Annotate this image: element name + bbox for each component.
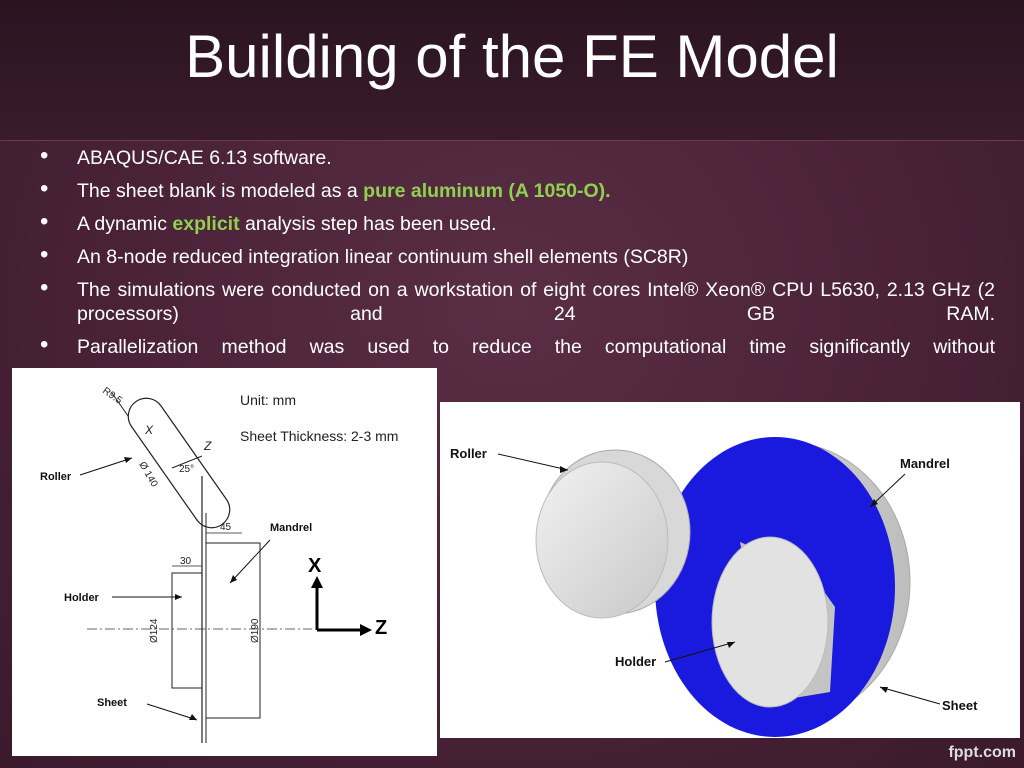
bullet-item: • Parallelization method was used to red… [40,331,995,359]
schematic-figure: R9.5 Ø 140 X Z 25° Roller 45 Mandrel 30 … [12,368,437,756]
roller-label: Roller [40,471,72,483]
bullet-dot-icon: • [40,274,49,301]
mandrel-label: Mandrel [270,522,312,534]
angle-label: 25° [179,464,194,475]
highlight-text: explicit [172,213,240,235]
unit-text: Unit: mm [240,392,296,408]
dim-45-label: 45 [220,522,232,533]
title-bar: Building of the FE Model [0,0,1024,141]
bullet-item: • The sheet blank is modeled as a pure a… [40,175,995,203]
bullet-list: • ABAQUS/CAE 6.13 software. • The sheet … [40,142,995,368]
watermark-logo: fppt.com [948,744,1016,761]
roller-z-axis-label: Z [203,439,212,453]
axis-icon [311,576,372,636]
r95-label: R9.5 [100,385,124,406]
sheet-label: Sheet [97,697,127,709]
model-3d-figure: Roller Mandrel Holder Sheet [440,402,1020,738]
roller-x-axis-label: X [144,423,154,437]
bullet-dot-icon: • [40,208,49,235]
bullet-item: • ABAQUS/CAE 6.13 software. [40,142,995,170]
holder-label: Holder [615,654,656,669]
mandrel-label: Mandrel [900,456,950,471]
bullet-dot-icon: • [40,175,49,202]
highlight-text: pure aluminum (A 1050-O). [363,180,611,202]
slide-title: Building of the FE Model [185,23,839,90]
bullet-text: ABAQUS/CAE 6.13 software. [77,147,332,169]
bullet-text: analysis step has been used. [239,213,497,235]
model-3d-drawing: Roller Mandrel Holder Sheet [450,437,978,737]
bullet-dot-icon: • [40,142,49,169]
roller-shape [127,397,231,529]
roller-label: Roller [450,446,487,461]
holder-shape [711,536,829,708]
x-axis-label: X [308,555,322,577]
bullet-item: • The simulations were conducted on a wo… [40,274,995,326]
bullet-text: A dynamic [77,213,173,235]
dim-30-label: 30 [180,556,192,567]
bullet-item: • An 8-node reduced integration linear c… [40,241,995,269]
bullet-text: The sheet blank is modeled as a [77,180,364,202]
holder-label: Holder [64,592,100,604]
bullet-text: An 8-node reduced integration linear con… [77,246,689,268]
diameter-140-label: Ø 140 [136,460,159,489]
z-axis-label: Z [375,617,387,639]
roller-shape [535,461,669,619]
diameter-124-label: Ø124 [149,618,160,643]
diameter-190-label: Ø190 [250,618,261,643]
schematic-drawing: R9.5 Ø 140 X Z 25° Roller 45 Mandrel 30 … [40,385,398,743]
bullet-text: Parallelization method was used to reduc… [77,336,995,358]
bullet-dot-icon: • [40,241,49,268]
thickness-text: Sheet Thickness: 2-3 mm [240,428,398,444]
bullet-dot-icon: • [40,331,49,358]
bullet-text: The simulations were conducted on a work… [77,279,995,325]
bullet-item: • A dynamic explicit analysis step has b… [40,208,995,236]
sheet-label: Sheet [942,698,978,713]
